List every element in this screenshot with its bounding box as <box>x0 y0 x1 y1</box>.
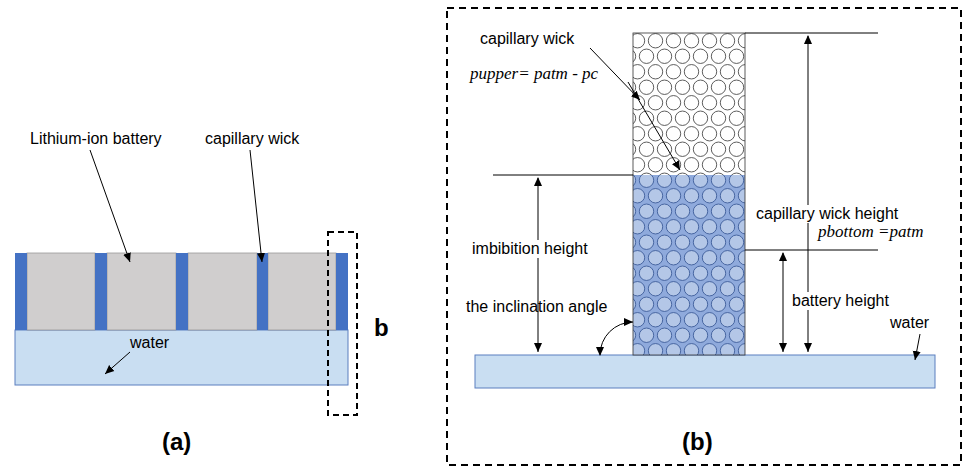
dimension-label: battery height <box>790 292 891 310</box>
panel-label: b <box>374 314 389 342</box>
part-label: capillary wick <box>205 130 299 148</box>
part-label: capillary wick <box>480 30 574 48</box>
dimension-label: capillary wick height <box>754 205 900 223</box>
panel-label: (b) <box>682 428 713 456</box>
angle-label: the inclination angle <box>466 298 607 316</box>
pressure-label: pupper= patm - pc <box>470 64 598 84</box>
pressure-label: pbottom =patm <box>818 222 923 242</box>
panel-label: (a) <box>162 428 191 456</box>
part-label: water <box>130 334 169 352</box>
dimension-label: imbibition height <box>470 240 590 258</box>
part-label: Lithium-ion battery <box>30 130 162 148</box>
part-label: water <box>890 314 929 332</box>
